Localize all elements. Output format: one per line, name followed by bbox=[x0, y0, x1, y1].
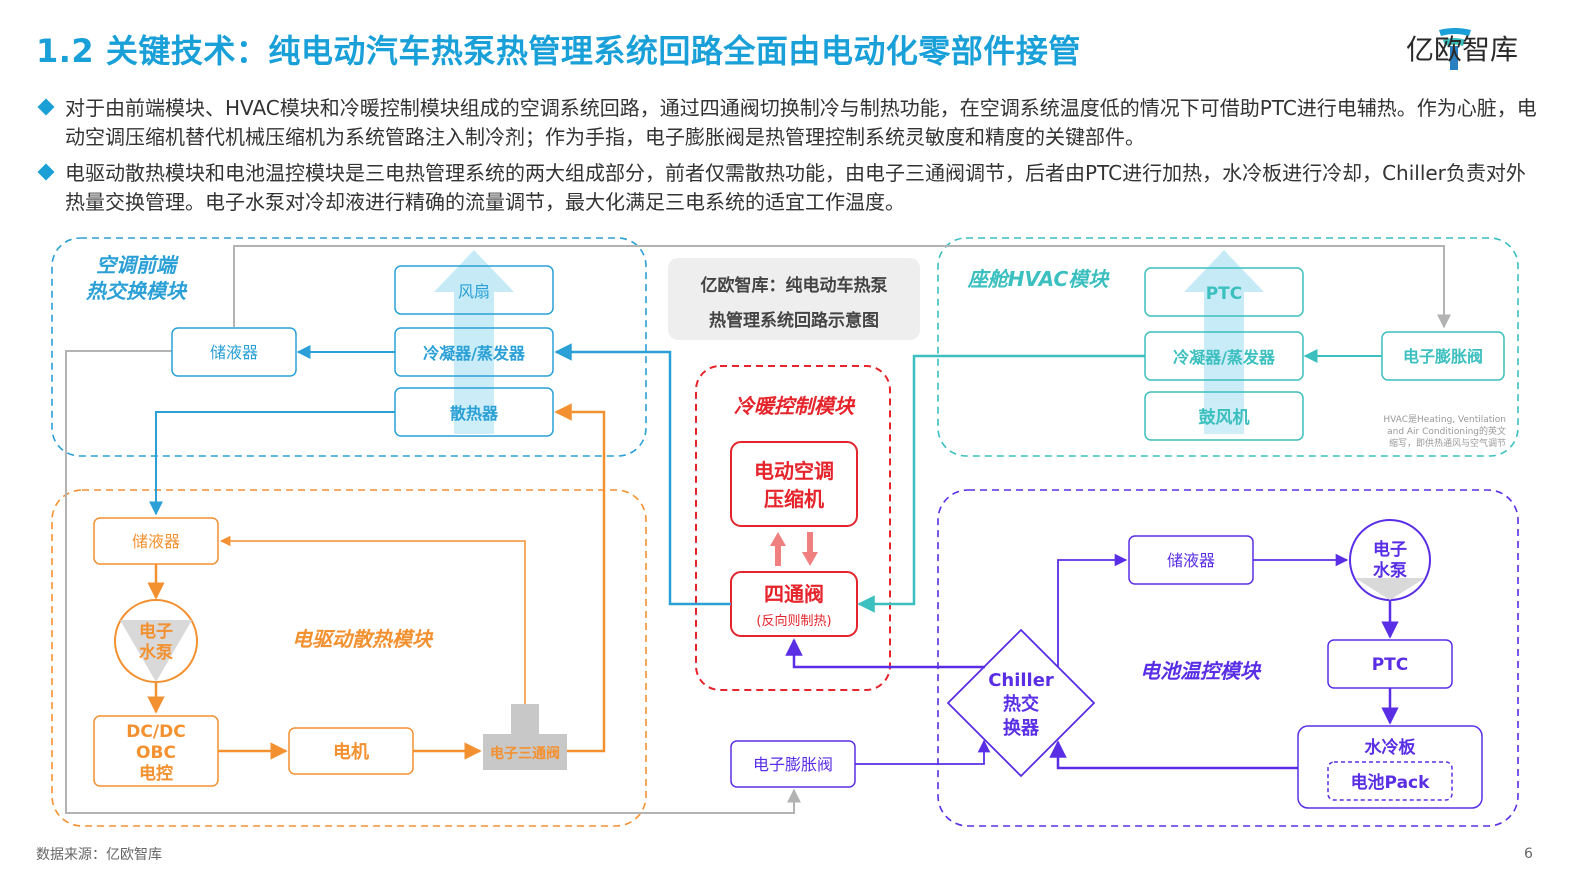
battery-pack-node bbox=[1327, 761, 1453, 801]
bullet-2-text: 电驱动散热模块和电池温控模块是三电热管理系统的两大组成部分，前者仅需散热功能，由… bbox=[65, 161, 1526, 214]
gray-loop-left bbox=[65, 350, 801, 814]
front-module-box bbox=[51, 237, 647, 457]
line-chiller-to-receiver bbox=[1057, 553, 1128, 667]
logo-icon bbox=[1439, 28, 1471, 70]
logo-text: 亿欧智库 bbox=[1406, 33, 1519, 66]
blower-label: 鼓风机 bbox=[1199, 407, 1250, 428]
battery-pack-label: 电池Pack bbox=[1351, 772, 1431, 793]
hvac-note-3: 缩写，即供热通风与空气调节 bbox=[1389, 437, 1506, 449]
drive-pump-label-1: 电子 bbox=[139, 621, 173, 642]
drive-pump-icon bbox=[120, 620, 192, 682]
line-cold-plate-to-chiller bbox=[1049, 740, 1298, 770]
compressor-node bbox=[730, 441, 858, 527]
control-module-box bbox=[695, 365, 891, 691]
battery-ptc-label: PTC bbox=[1372, 655, 1409, 675]
hvac-module-box bbox=[937, 237, 1519, 457]
battery-module-label: 电池温控模块 bbox=[1140, 659, 1262, 683]
drive-module-label: 电驱动散热模块 bbox=[292, 627, 434, 651]
three-way-valve-label: 电子三通阀 bbox=[490, 745, 560, 762]
gray-loop-top bbox=[233, 245, 1451, 329]
hvac-condenser-label: 冷凝器/蒸发器 bbox=[1173, 348, 1276, 367]
front-receiver-label: 储液器 bbox=[210, 343, 258, 362]
caption-box bbox=[668, 258, 920, 340]
front-condenser-label: 冷凝器/蒸发器 bbox=[423, 344, 526, 363]
hvac-expansion-valve-label: 电子膨胀阀 bbox=[1403, 347, 1483, 366]
fan-label: 风扇 bbox=[458, 282, 490, 301]
radiator-label: 散热器 bbox=[450, 404, 499, 423]
page-number: 6 bbox=[1524, 846, 1533, 862]
line-valve-to-radiator bbox=[554, 403, 606, 753]
dcdc-label-3: 电控 bbox=[139, 763, 173, 784]
battery-pump-icon bbox=[1355, 578, 1425, 600]
hvac-ptc-node bbox=[1144, 267, 1304, 317]
down-arrow-icon bbox=[802, 532, 818, 566]
three-way-valve-node bbox=[483, 734, 567, 770]
line-chiller-to-four-way bbox=[785, 638, 985, 669]
airflow-arrow-hvac bbox=[1184, 250, 1264, 434]
four-way-valve-note: (反向则制热) bbox=[756, 613, 831, 629]
line-valve-to-drive-receiver bbox=[219, 535, 526, 704]
battery-receiver-label: 储液器 bbox=[1167, 551, 1215, 570]
front-module-label-1: 空调前端 bbox=[96, 253, 179, 277]
three-way-valve-stem bbox=[511, 704, 539, 734]
bullet-1: 对于由前端模块、HVAC模块和冷暖控制模块组成的空调系统回路，通过四通阀切换制冷… bbox=[37, 94, 1540, 152]
drive-receiver-label: 储液器 bbox=[132, 532, 180, 551]
dcdc-label-1: DC/DC bbox=[126, 722, 185, 742]
control-module-label: 冷暖控制模块 bbox=[734, 394, 856, 418]
dcdc-label-2: OBC bbox=[136, 743, 176, 763]
hvac-note-1: HVAC是Heating, Ventilation bbox=[1383, 414, 1506, 425]
fan-node bbox=[394, 265, 554, 315]
caption-line1: 亿欧智库：纯电动车热泵 bbox=[701, 275, 888, 296]
motor-label: 电机 bbox=[333, 741, 369, 763]
chiller-label-1: Chiller bbox=[988, 670, 1054, 691]
hvac-module-label: 座舱HVAC模块 bbox=[967, 267, 1110, 291]
caption-line2: 热管理系统回路示意图 bbox=[709, 310, 879, 331]
up-arrow-icon bbox=[770, 532, 786, 566]
line-radiator-to-drive bbox=[149, 411, 395, 516]
line-hvac-condenser-to-valve bbox=[857, 354, 1145, 613]
line-expansion-to-chiller bbox=[855, 739, 991, 765]
blower-node bbox=[1144, 391, 1304, 441]
drive-pump-label-2: 水泵 bbox=[139, 642, 173, 663]
cold-plate-label: 水冷板 bbox=[1365, 737, 1417, 758]
data-source: 数据来源：亿欧智库 bbox=[36, 847, 162, 863]
front-receiver-node bbox=[171, 327, 297, 377]
front-module-label-2: 热交换模块 bbox=[85, 279, 188, 303]
battery-expansion-valve-label: 电子膨胀阀 bbox=[753, 755, 833, 774]
line-valve-to-front-condenser bbox=[554, 343, 731, 606]
drive-module-box bbox=[51, 489, 647, 827]
compressor-label-1: 电动空调 bbox=[754, 459, 834, 483]
bullet-2: 电驱动散热模块和电池温控模块是三电热管理系统的两大组成部分，前者仅需散热功能，由… bbox=[37, 159, 1540, 217]
chiller-label-2: 热交 bbox=[1003, 693, 1039, 715]
hvac-note-2: and Air Conditioning的英文 bbox=[1387, 425, 1506, 437]
compressor-label-2: 压缩机 bbox=[764, 487, 824, 511]
battery-pump-label-2: 水泵 bbox=[1373, 560, 1407, 581]
battery-pump-label-1: 电子 bbox=[1373, 539, 1407, 560]
hvac-ptc-label: PTC bbox=[1206, 284, 1243, 304]
page-title: 1.2 关键技术：纯电动汽车热泵热管理系统回路全面由电动化零部件接管 bbox=[36, 32, 1081, 70]
chiller-label-3: 换器 bbox=[1003, 717, 1040, 739]
four-way-valve-label: 四通阀 bbox=[764, 582, 824, 606]
bullet-1-text: 对于由前端模块、HVAC模块和冷暖控制模块组成的空调系统回路，通过四通阀切换制冷… bbox=[65, 96, 1537, 149]
